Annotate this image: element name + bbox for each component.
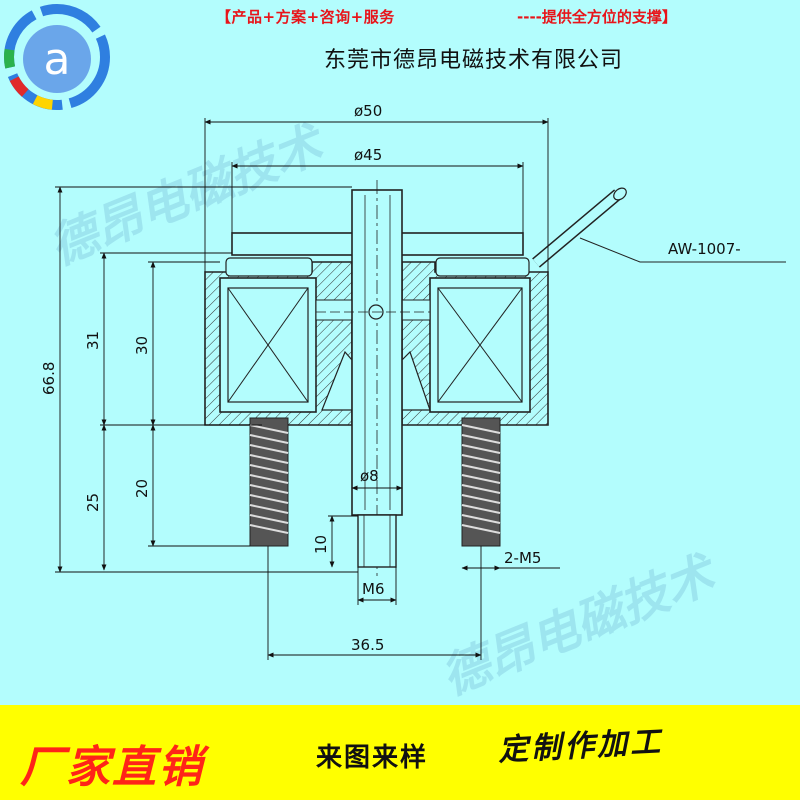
coil-right [429,277,531,413]
dim-d50: ø50 [354,102,382,120]
dim-d8: ø8 [360,467,379,485]
dim-m5: 2-M5 [504,549,541,567]
lead-wire-label: AW-1007- [668,240,741,258]
company-name: 东莞市德昂电磁技术有限公司 [324,48,624,73]
dim-h25: 25 [84,493,102,512]
dim-d45: ø45 [354,146,382,164]
banner-factory-direct: 厂家直销 [20,742,204,793]
dim-l10: 10 [312,535,330,554]
banner-custom-processing: 定制作加工 [497,724,664,769]
logo-letter: a [44,34,71,85]
brand-logo-icon: a [4,4,110,110]
slogan-left: 【产品+方案+咨询+服务 [216,8,395,26]
dim-h31: 31 [84,331,102,350]
dim-h66-8: 66.8 [40,362,58,395]
dim-h30: 30 [133,336,151,355]
dim-m6: M6 [362,580,385,598]
solenoid-technical-drawing: 德昂电磁技术 德昂电磁技术 [40,102,786,705]
dim-w36-5: 36.5 [351,636,384,654]
mounting-stud-right [461,417,501,547]
mounting-stud-left [249,417,289,547]
coil-left [219,277,317,413]
lead-wire [532,187,786,268]
watermark-2: 德昂电磁技术 [434,544,727,705]
banner-custom-samples: 来图来样 [316,743,429,773]
dim-h20: 20 [133,479,151,498]
slogan-right: ----提供全方位的支撑】 [517,8,677,26]
promo-banner: 厂家直销 来图来样 定制作加工 [0,705,800,800]
